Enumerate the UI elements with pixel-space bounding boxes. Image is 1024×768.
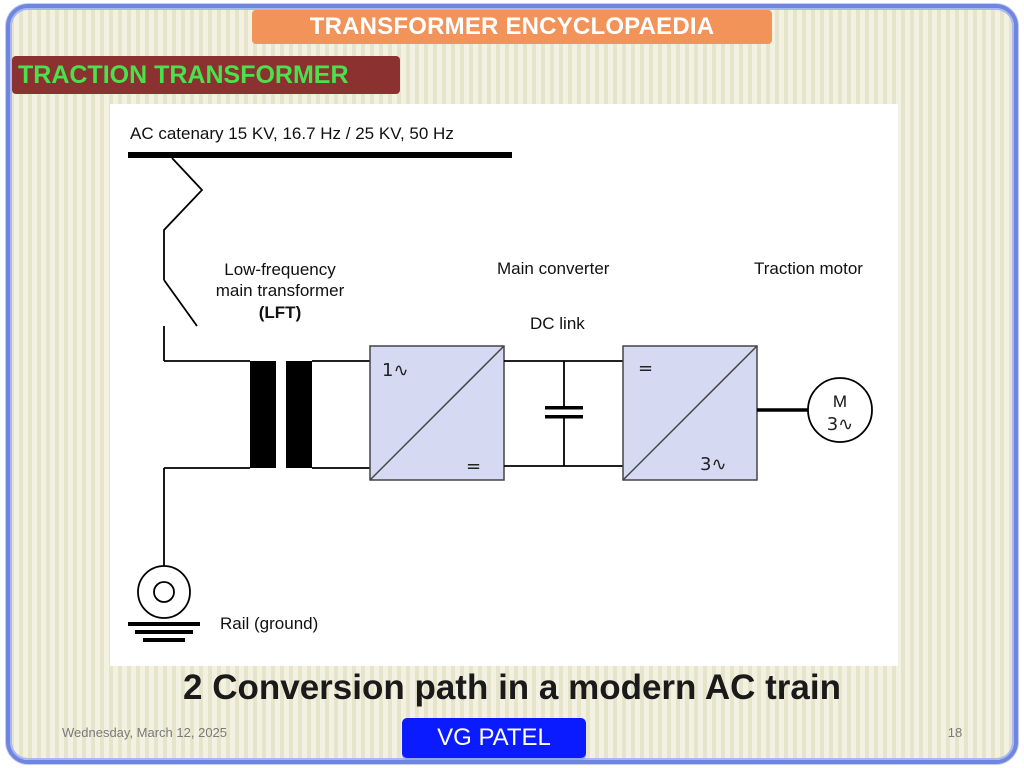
rectifier-input-symbol: 1∿	[382, 360, 409, 381]
figure-caption: 2 Conversion path in a modern AC train	[183, 668, 841, 707]
conversion-path-diagram: AC catenary 15 KV, 16.7 Hz / 25 KV, 50 H…	[110, 104, 898, 666]
transformer-secondary-core	[286, 361, 312, 468]
rectifier-diagonal	[369, 345, 505, 481]
traction-motor-symbol	[807, 377, 873, 443]
inverter-diagonal	[622, 345, 758, 481]
motor-letter: M	[833, 392, 847, 411]
page-number: 18	[947, 725, 963, 740]
diagram-svg: AC catenary 15 KV, 16.7 Hz / 25 KV, 50 H…	[128, 124, 873, 642]
capacitor-plate-top	[545, 406, 583, 410]
traction-motor-label: Traction motor	[754, 259, 863, 278]
lft-label-line1: Low-frequency	[224, 260, 336, 279]
ground-bar-1	[128, 622, 200, 626]
rail-label: Rail (ground)	[220, 614, 318, 633]
inverter-input-symbol: =	[638, 358, 653, 379]
rectifier-output-symbol: =	[466, 456, 481, 477]
motor-phase-symbol: 3∿	[827, 414, 854, 435]
lft-label-line2: main transformer	[216, 281, 345, 300]
ground-bar-3	[143, 638, 185, 642]
catenary-label: AC catenary 15 KV, 16.7 Hz / 25 KV, 50 H…	[130, 124, 454, 143]
main-switch	[163, 279, 198, 327]
inverter-output-symbol: 3∿	[700, 454, 727, 475]
wheel-hub	[153, 581, 175, 603]
lft-label-line3: (LFT)	[259, 303, 301, 322]
pantograph	[163, 157, 204, 280]
dc-link-label: DC link	[530, 314, 585, 333]
transformer-primary-core	[250, 361, 276, 468]
catenary-wire	[128, 152, 512, 158]
author-badge: VG PATEL	[402, 718, 586, 758]
ground-bar-2	[135, 630, 193, 634]
section-title: TRACTION TRANSFORMER	[12, 56, 400, 94]
footer-date: Wednesday, March 12, 2025	[62, 725, 228, 740]
capacitor-plate-bottom	[545, 415, 583, 419]
main-converter-label: Main converter	[497, 259, 610, 278]
presentation-title: TRANSFORMER ENCYCLOPAEDIA	[252, 10, 772, 44]
